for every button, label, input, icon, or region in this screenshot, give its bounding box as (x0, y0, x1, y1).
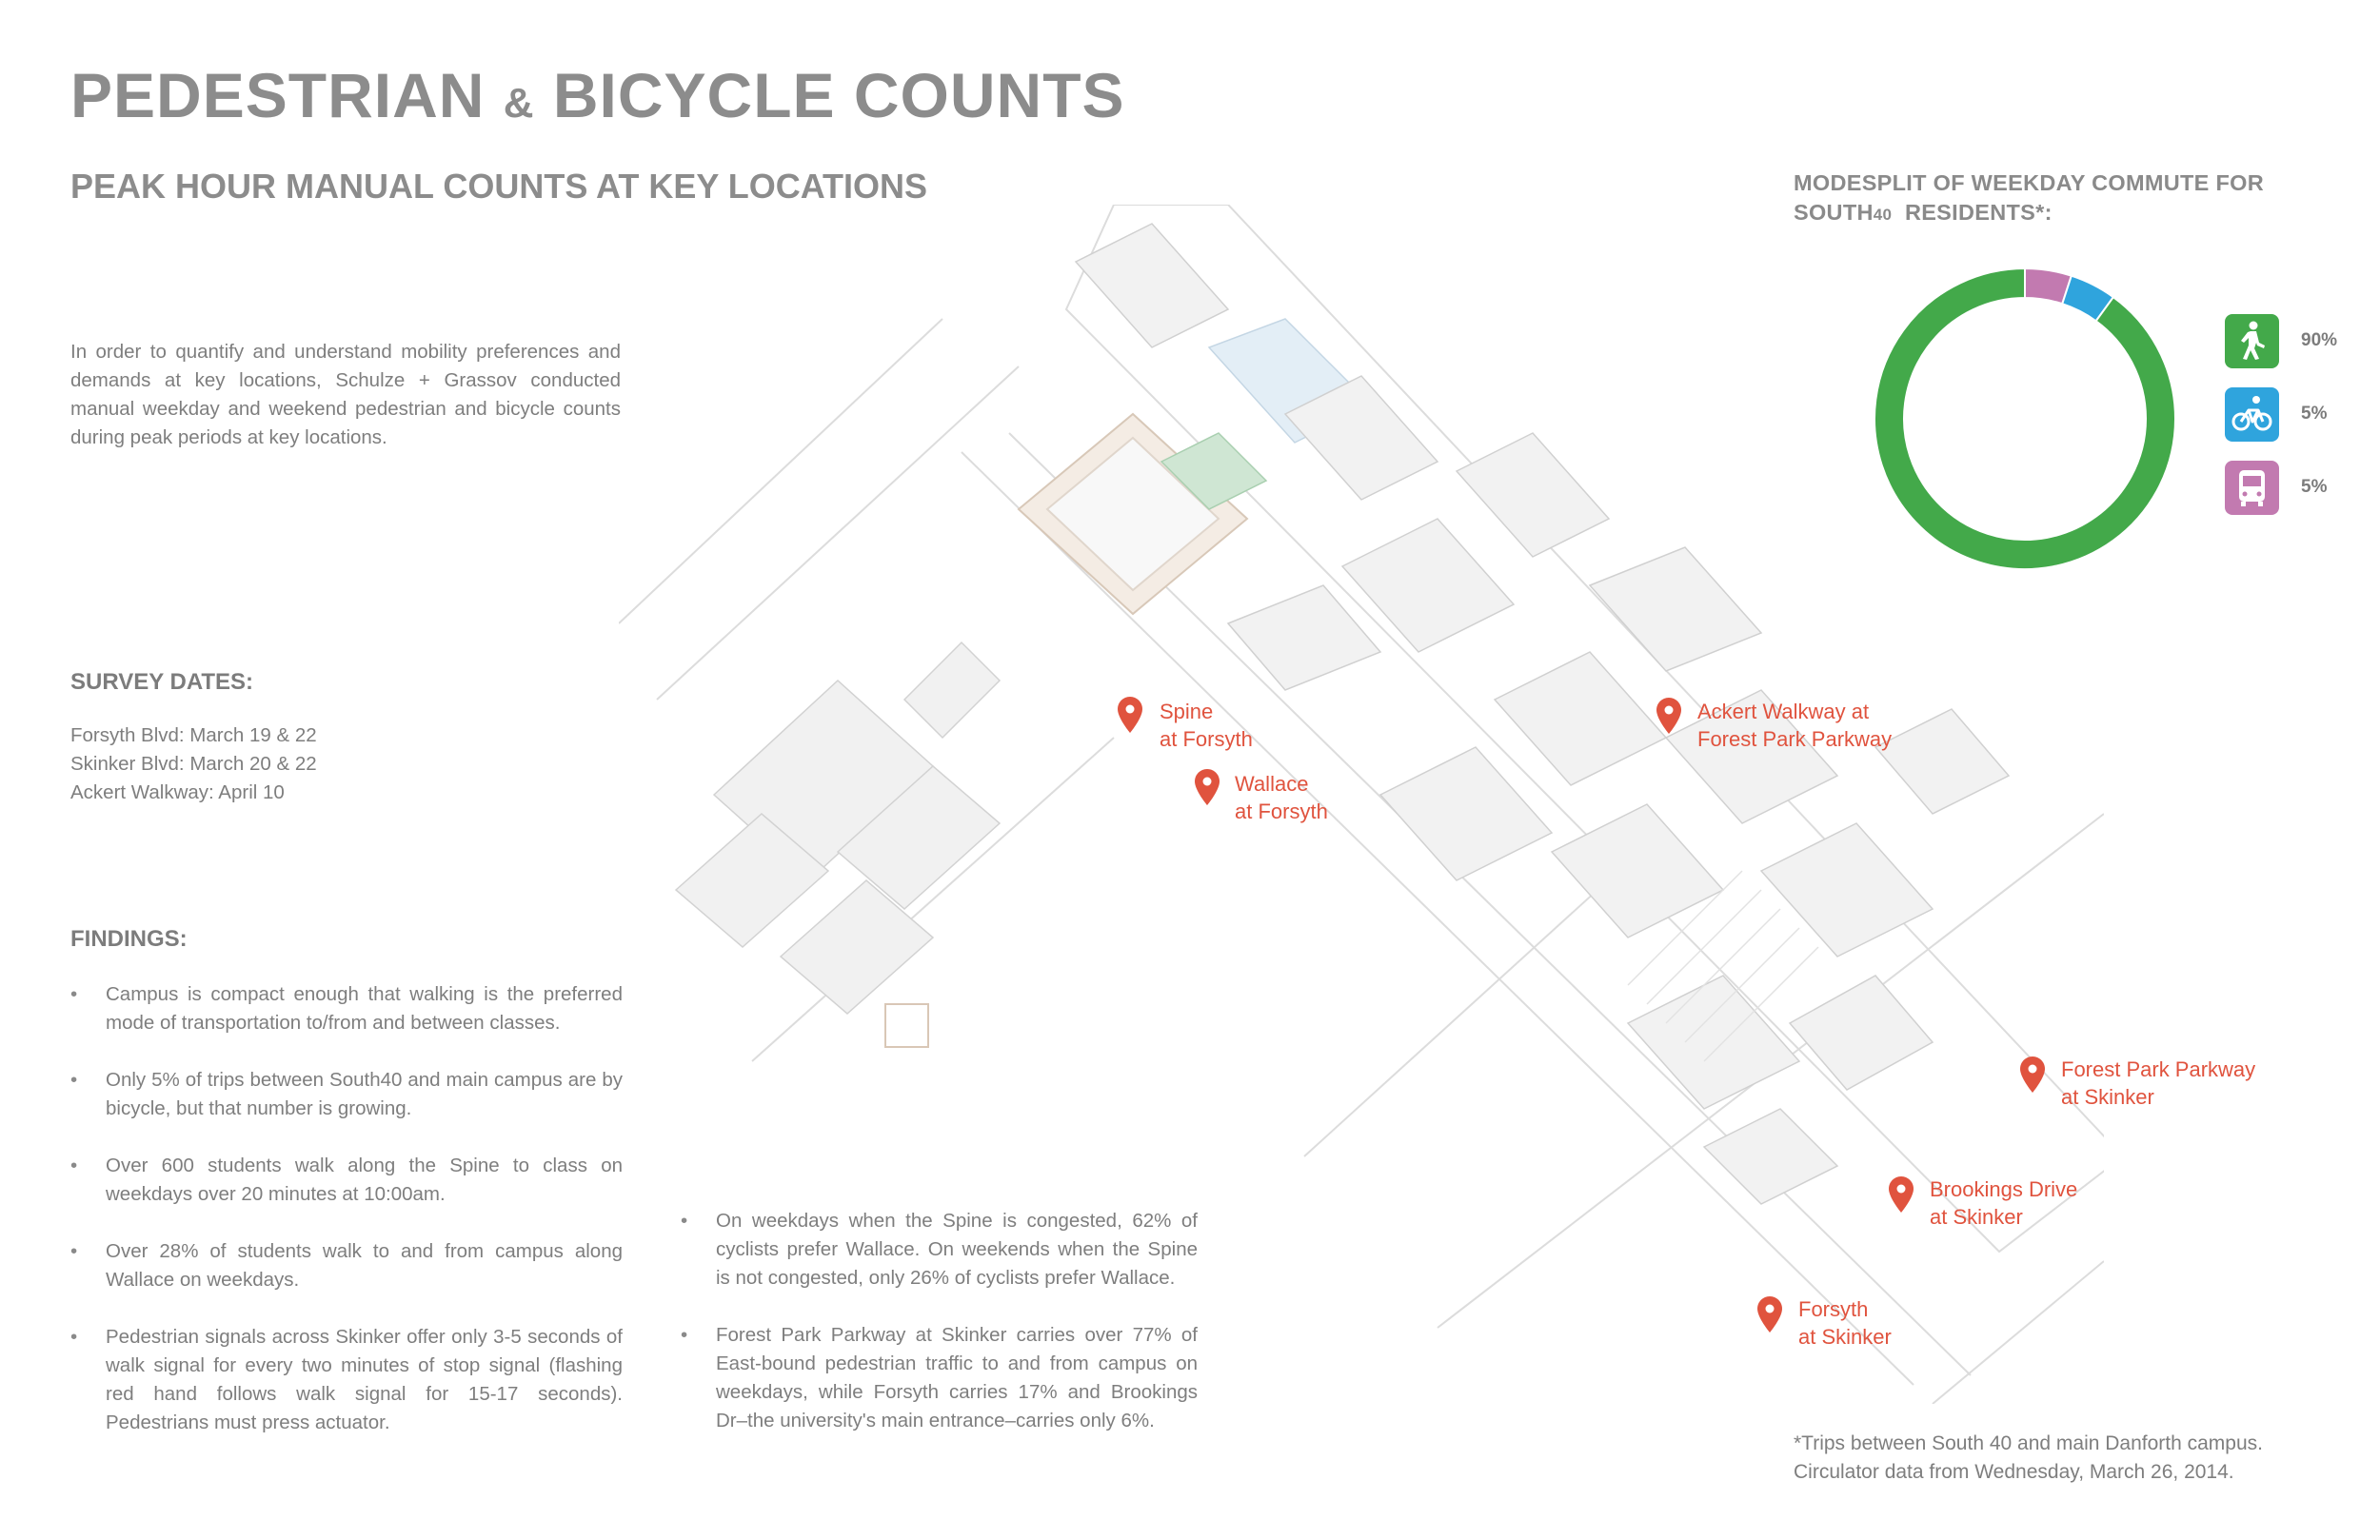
finding-item: Over 28% of students walk to and from ca… (70, 1237, 623, 1294)
map-building (1378, 746, 1554, 881)
location-line: Spine (1160, 700, 1214, 723)
map-building (1788, 975, 1934, 1091)
pedestrian-icon (2225, 314, 2279, 368)
footnote: *Trips between South 40 and main Danfort… (1794, 1430, 2263, 1487)
map-pin-icon[interactable] (1757, 1296, 1782, 1333)
map-pin-icon[interactable] (2020, 1056, 2045, 1093)
map-building (1340, 518, 1516, 653)
finding-item: On weekdays when the Spine is congested,… (681, 1207, 1198, 1293)
chart-title-line2: SOUTH40 RESIDENTS*: (1794, 198, 2327, 229)
map-building (1874, 708, 2011, 815)
chart-title-40: 40 (1873, 206, 1893, 224)
survey-heading: SURVEY DATES: (70, 669, 254, 695)
location-label-ackert: Ackert Walkway at Forest Park Parkway (1697, 698, 1892, 753)
map-building (1283, 375, 1439, 501)
modesplit-donut-chart (1874, 267, 2176, 570)
location-label-brookings: Brookings Drive at Skinker (1930, 1175, 2077, 1231)
footnote-line1: *Trips between South 40 and main Danfort… (1794, 1432, 2263, 1454)
intro-paragraph: In order to quantify and understand mobi… (70, 341, 621, 448)
map-pin-icon[interactable] (1118, 697, 1142, 733)
survey-date-forsyth: Forsyth Blvd: March 19 & 22 (70, 724, 317, 746)
finding-item: Over 600 students walk along the Spine t… (70, 1152, 623, 1209)
title-part2: BICYCLE COUNTS (552, 60, 1125, 130)
map-parking (1627, 870, 1819, 1062)
legend-bus-value: 5% (2301, 477, 2328, 497)
map-building (1455, 432, 1611, 558)
campus-map (619, 205, 2104, 1404)
findings-list-col2: On weekdays when the Spine is congested,… (681, 1207, 1198, 1464)
title-part1: PEDESTRIAN (70, 60, 486, 130)
location-label-forest-park: Forest Park Parkway at Skinker (2061, 1056, 2255, 1111)
chart-title-south: SOUTH (1794, 200, 1874, 225)
map-pin-icon[interactable] (1889, 1176, 1914, 1213)
map-road (1008, 432, 1972, 1376)
location-line: at Skinker (1798, 1325, 1892, 1349)
map-building (1226, 584, 1382, 691)
title-ampersand: & (503, 80, 535, 127)
finding-item: Only 5% of trips between South40 and mai… (70, 1066, 623, 1123)
location-label-spine: Spine at Forsyth (1160, 698, 1253, 753)
location-line: at Skinker (2061, 1085, 2154, 1109)
map-road (751, 737, 1115, 1062)
legend-bike-value: 5% (2301, 404, 2328, 424)
finding-item: Forest Park Parkway at Skinker carries o… (681, 1321, 1198, 1435)
location-label-forsyth-skinker: Forsyth at Skinker (1798, 1295, 1892, 1351)
location-line: at Forsyth (1160, 727, 1253, 751)
map-pin-icon[interactable] (1195, 769, 1220, 805)
legend-bus: 5% (2225, 461, 2368, 518)
legend-walk: 90% (2225, 314, 2368, 371)
page-subtitle: PEAK HOUR MANUAL COUNTS AT KEY LOCATIONS (70, 167, 928, 206)
map-pin-icon[interactable] (1656, 698, 1681, 734)
map-road (1303, 870, 1619, 1157)
legend-bike: 5% (2225, 387, 2368, 444)
location-line: Brookings Drive (1930, 1177, 2078, 1201)
donut-slice-walk (1874, 267, 2176, 570)
map-building (1588, 546, 1763, 672)
map-field (884, 1003, 929, 1048)
location-line: Forest Park Parkway (1697, 727, 1893, 751)
bicycle-icon (2225, 387, 2279, 442)
map-building (1626, 975, 1801, 1110)
location-line: at Skinker (1930, 1205, 2023, 1229)
page-title: PEDESTRIAN & BICYCLE COUNTS (70, 59, 1125, 131)
map-building (1550, 803, 1725, 938)
location-line: Forsyth (1798, 1297, 1869, 1321)
map-building (1074, 223, 1230, 348)
map-outline (1064, 205, 2104, 1254)
survey-date-skinker: Skinker Blvd: March 20 & 22 (70, 753, 317, 775)
chart-title-line1: MODESPLIT OF WEEKDAY COMMUTE FOR (1794, 170, 2264, 195)
map-road (656, 365, 1020, 701)
map-courts (1160, 432, 1268, 510)
map-building (1702, 1108, 1839, 1205)
map-building (1493, 651, 1668, 786)
map-building (674, 813, 830, 948)
map-road (619, 318, 943, 624)
findings-heading: FINDINGS: (70, 926, 188, 952)
map-building (1759, 822, 1934, 958)
map-building (779, 879, 935, 1015)
survey-dates: Forsyth Blvd: March 19 & 22 Skinker Blvd… (70, 721, 317, 807)
map-road (961, 451, 1914, 1386)
finding-item: Campus is compact enough that walking is… (70, 980, 623, 1037)
location-line: Ackert Walkway at (1697, 700, 1870, 723)
location-line: at Forsyth (1235, 800, 1328, 823)
chart-title: MODESPLIT OF WEEKDAY COMMUTE FOR SOUTH40… (1794, 168, 2327, 229)
finding-item: Pedestrian signals across Skinker offer … (70, 1323, 623, 1437)
map-building (836, 765, 1002, 910)
bus-icon (2225, 461, 2279, 515)
location-label-wallace: Wallace at Forsyth (1235, 770, 1328, 825)
map-road (1932, 1260, 2104, 1404)
location-line: Forest Park Parkway (2061, 1057, 2256, 1081)
footnote-line2: Circulator data from Wednesday, March 26… (1794, 1461, 2234, 1483)
chart-title-residents: RESIDENTS*: (1904, 200, 2053, 225)
legend-walk-value: 90% (2301, 330, 2338, 350)
map-building (902, 641, 1002, 740)
location-line: Wallace (1235, 772, 1309, 796)
findings-list-col1: Campus is compact enough that walking is… (70, 980, 623, 1466)
map-track (1017, 412, 1249, 616)
map-building (1664, 689, 1839, 824)
survey-date-ackert: Ackert Walkway: April 10 (70, 781, 285, 803)
